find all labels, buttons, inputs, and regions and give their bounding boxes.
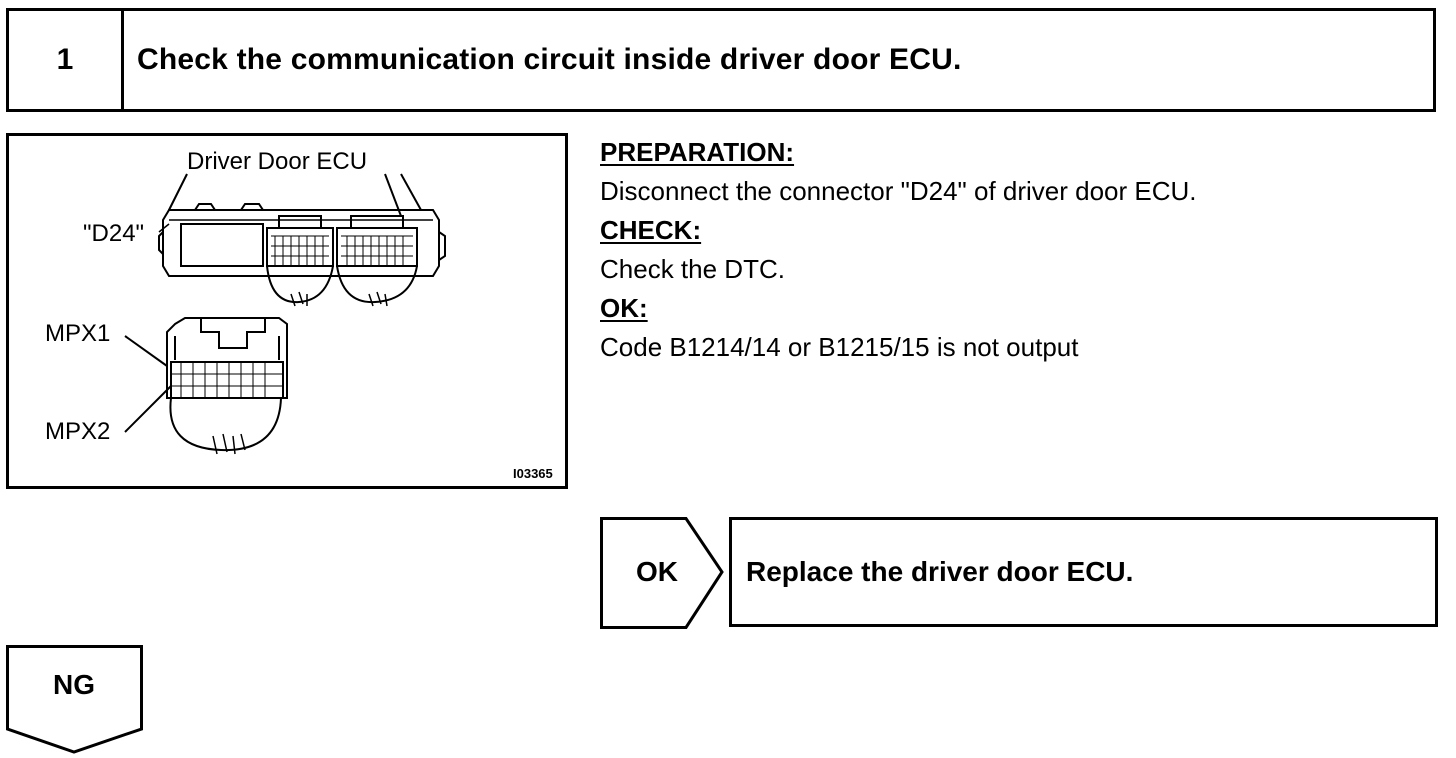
instructions-panel: PREPARATION: Disconnect the connector "D… [600,133,1420,367]
connector-drawing [124,173,446,455]
step-header: 1 Check the communication circuit inside… [6,8,1436,112]
driver-door-ecu-label: Driver Door ECU [187,148,368,175]
ok-tag-label: OK [636,556,678,587]
ok-action-box: Replace the driver door ECU. [729,517,1438,627]
figure-code: I03365 [513,466,553,481]
ok-action-text: Replace the driver door ECU. [746,556,1134,587]
check-text: Check the DTC. [600,254,785,284]
ok-arrow-icon [600,517,724,629]
ok-heading: OK: [600,293,648,323]
ok-criteria-text: Code B1214/14 or B1215/15 is not output [600,332,1079,362]
check-heading: CHECK: [600,215,702,245]
step-number: 1 [9,11,124,109]
preparation-heading: PREPARATION: [600,137,795,167]
ng-tag-label: NG [53,669,95,700]
mpx2-label: MPX2 [45,418,111,445]
step-title: Check the communication circuit inside d… [137,43,962,76]
ng-arrow-icon [6,645,143,754]
preparation-text: Disconnect the connector "D24" of driver… [600,176,1197,206]
connector-illustration: Driver Door ECU "D24" MPX1 MPX2 I03365 [6,133,568,489]
connector-d24-label: "D24" [83,220,145,247]
mpx1-label: MPX1 [45,320,111,347]
